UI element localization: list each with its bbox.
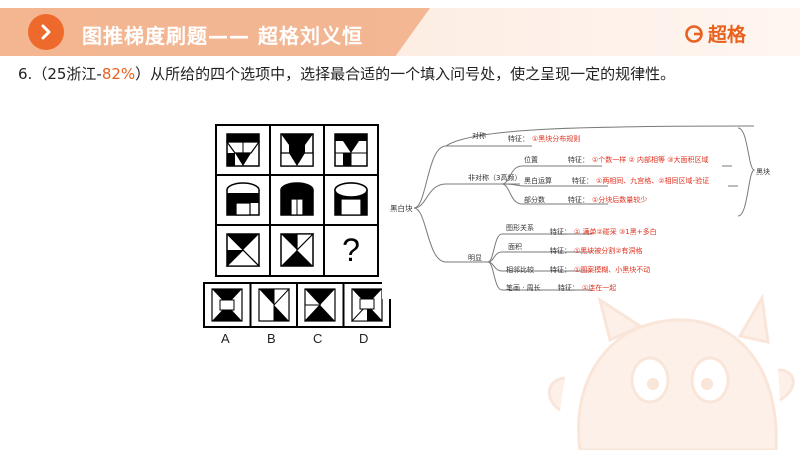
cell-r3c1 xyxy=(225,233,261,267)
mascot-watermark xyxy=(547,293,795,450)
mm-node-symmetric-feature: ①黑块分布规则 xyxy=(532,134,580,143)
cell-r1c1 xyxy=(225,133,261,167)
mm-node-area: 面积 xyxy=(508,242,522,251)
header-title: 图推梯度刷题—— 超格刘义恒 xyxy=(82,24,363,48)
options-grid xyxy=(203,282,391,328)
mm-node-shape-relation-feature: ① 满单②碰采 ③1黑+多白 xyxy=(574,227,657,236)
mm-node-adjacent-feature: ①图案模糊、小黑块不动 xyxy=(574,265,650,274)
option-a-figure xyxy=(211,288,243,322)
mm-node-part-count: 部分数 xyxy=(524,195,545,204)
mm-node-stroke-perimeter: 笔画 · 周长 xyxy=(506,283,541,292)
mm-node-asymmetric: 非对称（3高频） xyxy=(468,173,521,182)
mm-node-position-feature: ①个数一样 ② 内部相等 ③大面积区域 xyxy=(592,155,709,164)
option-d-figure xyxy=(350,288,384,322)
question-number: 6. xyxy=(18,65,33,83)
mm-root: 黑白块 xyxy=(390,203,413,213)
cell-r3c3-question: ? xyxy=(342,232,360,268)
cell-r2c3 xyxy=(334,182,368,216)
option-label-d[interactable]: D xyxy=(359,331,369,346)
mind-map-connectors xyxy=(413,125,756,291)
mm-node-adjacent: 相邻比较 xyxy=(506,265,534,274)
option-b-figure xyxy=(258,288,291,322)
mm-feature-label-7: 特征： xyxy=(550,265,571,274)
puzzle-figure: ? xyxy=(203,124,391,328)
question-accuracy: 82% xyxy=(101,65,136,83)
brand-name: 超格 xyxy=(708,24,747,46)
option-c-figure xyxy=(304,288,336,323)
brand-logo: 超格 xyxy=(684,20,746,47)
mm-node-area-feature: ①黑块被分割②有洞格 xyxy=(574,246,643,255)
brand-g-icon xyxy=(685,24,703,43)
mind-map-nodes: 黑白块 黑块个数 对称 特征： ①黑块分布规则 非对称（3高频） 位置 特征： … xyxy=(390,131,770,292)
mm-feature-label-3: 特征： xyxy=(572,176,593,185)
question-source-prefix: （25浙江- xyxy=(32,65,102,83)
option-labels: A B C D xyxy=(202,331,392,349)
question-source-suffix: ） xyxy=(135,65,151,83)
mm-feature-label-2: 特征： xyxy=(568,155,589,164)
mm-node-shape-relation: 图形关系 xyxy=(506,223,534,232)
option-label-b[interactable]: B xyxy=(267,331,276,346)
question-text: 6.（25浙江-82%）从所给的四个选项中，选择最合适的一个填入问号处，使之呈现… xyxy=(18,63,675,84)
mm-feature-label-8: 特征： xyxy=(558,283,579,292)
header-band xyxy=(0,8,430,56)
mm-feature-label-6: 特征： xyxy=(550,246,571,255)
puzzle-grid xyxy=(215,124,379,277)
mm-feature-label-5: 特征： xyxy=(550,227,571,236)
cell-r3c2 xyxy=(280,233,315,267)
mm-right-label: 黑块个数 xyxy=(756,167,770,176)
mm-feature-label-1: 特征： xyxy=(508,134,529,143)
mm-node-part-count-feature: ①分块后数量较少 xyxy=(592,195,647,204)
mind-map: 黑白块 黑块个数 对称 特征： ①黑块分布规则 非对称（3高频） 位置 特征： … xyxy=(382,124,770,299)
cell-r2c1 xyxy=(226,182,260,216)
question-body: 从所给的四个选项中，选择最合适的一个填入问号处，使之呈现一定的规律性。 xyxy=(150,65,676,83)
mm-node-symmetric: 对称 xyxy=(472,131,486,140)
mm-feature-label-4: 特征： xyxy=(568,195,589,204)
cell-r2c2 xyxy=(280,182,314,216)
option-label-c[interactable]: C xyxy=(313,331,323,346)
mm-node-bw-ops: 黑白运算 xyxy=(524,176,552,185)
question-mark: ? xyxy=(342,232,360,268)
mm-node-bw-ops-feature: ①两相同、九宫格、②相同区域-验证 xyxy=(596,176,709,185)
cell-r1c3 xyxy=(334,133,368,167)
mm-node-obvious: 明显 xyxy=(468,254,482,262)
mm-node-position: 位置 xyxy=(524,155,538,164)
option-label-a[interactable]: A xyxy=(221,331,230,346)
chevron-right-icon xyxy=(28,14,64,50)
cell-r1c2 xyxy=(280,133,314,167)
mm-node-stroke-perimeter-feature: ①连在一起 xyxy=(582,283,616,292)
